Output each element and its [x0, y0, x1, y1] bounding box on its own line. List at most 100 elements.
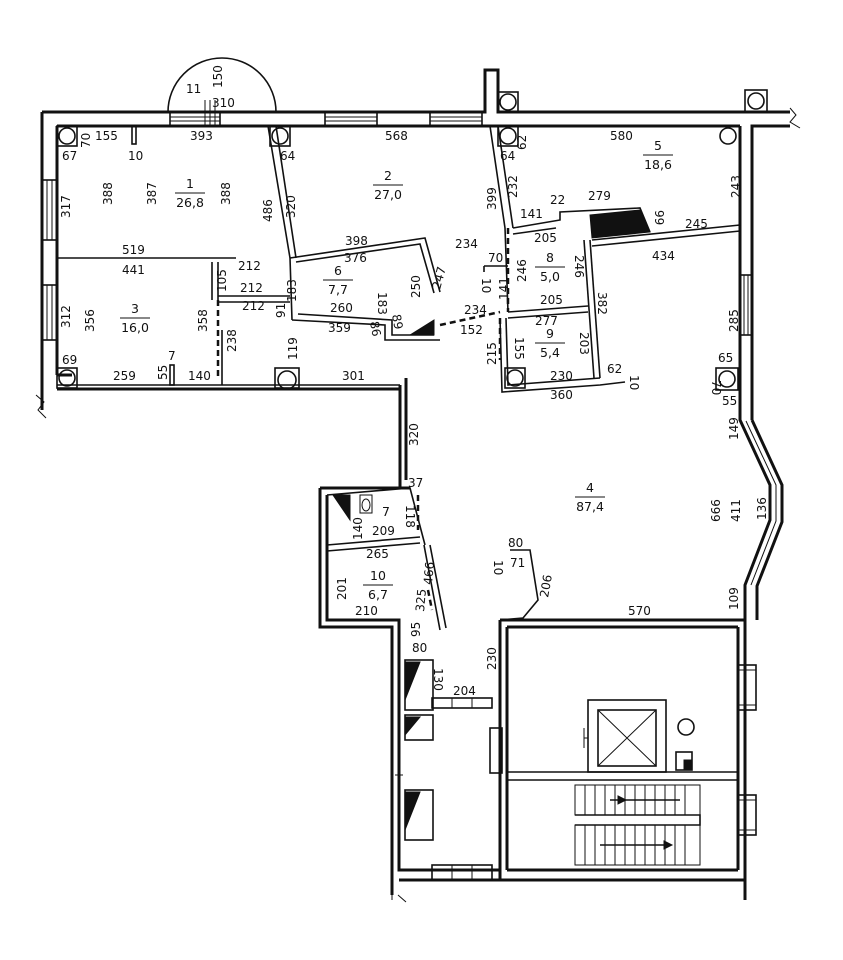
dimension: 91: [274, 303, 288, 318]
dimension: 80: [412, 641, 427, 655]
interior-walls: [57, 125, 741, 850]
dimension: 7: [168, 349, 176, 363]
dimension: 486: [261, 199, 275, 222]
svg-text:6,7: 6,7: [368, 587, 388, 602]
room-9: 95,4: [535, 326, 565, 360]
dimension: 399: [485, 187, 499, 210]
dimension: 11: [186, 82, 201, 96]
dimension: 411: [729, 499, 743, 522]
dimension: 356: [83, 309, 97, 332]
dimension: 10: [627, 375, 641, 390]
dimension: 62: [607, 362, 622, 376]
dimension: 232: [506, 175, 520, 198]
dimension: 152: [460, 323, 483, 337]
dimension: 205: [534, 231, 557, 245]
dimension: 183: [285, 279, 299, 302]
dimension: 155: [512, 337, 526, 360]
dimension: 310: [212, 96, 235, 110]
svg-text:5,4: 5,4: [540, 345, 560, 360]
dimension: 243: [729, 175, 743, 198]
svg-text:3: 3: [131, 301, 139, 316]
dimension: 238: [225, 329, 239, 352]
dimension: 55: [156, 365, 170, 380]
dimension: 155: [95, 129, 118, 143]
svg-text:5: 5: [654, 138, 662, 153]
svg-text:16,0: 16,0: [121, 320, 149, 335]
dimension: 70: [488, 251, 503, 265]
svg-text:4: 4: [586, 480, 594, 495]
outer-walls: [35, 68, 801, 903]
dimension: 62: [515, 135, 529, 150]
dimension: 246: [515, 259, 529, 282]
dimension: 37: [408, 476, 423, 490]
dimension: 140: [351, 517, 365, 540]
dimension: 69: [62, 353, 77, 367]
room-2: 227,0: [373, 168, 403, 202]
dimension: 65: [718, 351, 733, 365]
dimension: 320: [284, 195, 298, 218]
dimension: 398: [345, 234, 368, 248]
dimension: 150: [211, 65, 225, 88]
dimension: 109: [727, 587, 741, 610]
room-10: 106,7: [363, 568, 393, 602]
dimension: 234: [455, 237, 478, 251]
dimension: 141: [497, 277, 511, 300]
room-8: 85,0: [535, 250, 565, 284]
svg-text:10: 10: [370, 568, 386, 583]
dimension: 212: [240, 281, 263, 295]
dimension: 149: [727, 417, 741, 440]
svg-text:7: 7: [382, 504, 390, 519]
dimension: 387: [145, 182, 159, 205]
dimension: 136: [755, 497, 769, 520]
dimension: 99: [652, 210, 666, 225]
svg-text:87,4: 87,4: [576, 499, 604, 514]
dimension: 285: [727, 309, 741, 332]
svg-text:9: 9: [546, 326, 554, 341]
svg-text:7,7: 7,7: [328, 282, 348, 297]
dimension: 666: [709, 499, 723, 522]
dimension: 360: [550, 388, 573, 402]
dimension: 277: [535, 314, 558, 328]
dimension: 206: [537, 574, 555, 599]
dimension: 140: [188, 369, 211, 383]
dimension: 376: [344, 251, 367, 265]
dimension: 301: [342, 369, 365, 383]
dimension: 118: [403, 505, 417, 528]
dimension: 22: [550, 193, 565, 207]
dimension: 519: [122, 243, 145, 257]
dimension: 183: [375, 292, 389, 315]
dimension: 215: [485, 342, 499, 365]
dimension: 359: [328, 321, 351, 335]
dimension: 466: [421, 561, 437, 585]
dimension: 10: [128, 149, 143, 163]
dimension: 55: [722, 394, 737, 408]
dimension: 105: [215, 269, 229, 292]
svg-text:26,8: 26,8: [176, 195, 204, 210]
dimension: 212: [238, 259, 261, 273]
dimension: 203: [577, 332, 591, 355]
dimension: 434: [652, 249, 675, 263]
dimension: 325: [413, 588, 429, 612]
stair-elevator-block: [507, 699, 738, 866]
dimension: 201: [335, 577, 349, 600]
dimension: 130: [431, 668, 445, 691]
dimension: 265: [366, 547, 389, 561]
dimension: 320: [407, 423, 421, 446]
room-5: 518,6: [643, 138, 673, 172]
dimension: 393: [190, 129, 213, 143]
dimension: 441: [122, 263, 145, 277]
dimension: 358: [196, 309, 210, 332]
dimension: 10: [479, 278, 493, 293]
dimension: 86: [367, 320, 383, 337]
dimension: 580: [610, 129, 633, 143]
dimension-labels: 11 150 310 393 155 70 67 10 568 64 580 6…: [59, 65, 769, 698]
dimension: 230: [550, 369, 573, 383]
svg-text:2: 2: [384, 168, 392, 183]
dimension: 119: [286, 337, 300, 360]
dimension: 234: [464, 303, 487, 317]
dimension: 204: [453, 684, 476, 698]
dimension: 212: [242, 299, 265, 313]
dimension: 250: [409, 275, 423, 298]
dimension: 279: [588, 189, 611, 203]
svg-text:18,6: 18,6: [644, 157, 672, 172]
